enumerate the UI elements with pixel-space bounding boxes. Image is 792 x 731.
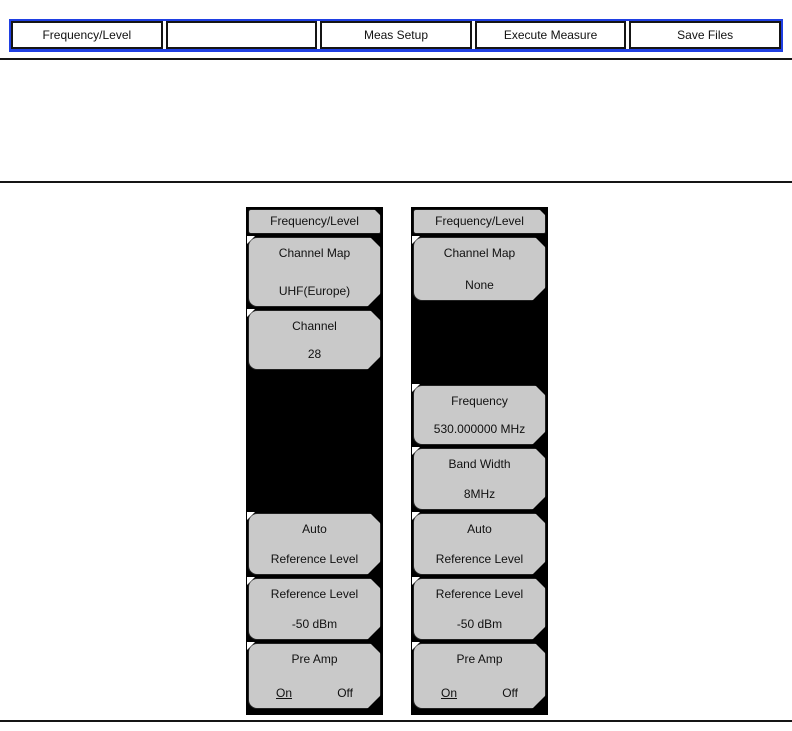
corner-highlight <box>247 309 255 317</box>
softkey-value: 28 <box>307 347 322 361</box>
tab-save-files[interactable]: Save Files <box>629 21 781 49</box>
softkey-label: Pre Amp <box>456 652 503 666</box>
softkey-value: None <box>465 278 494 292</box>
softkey-menu-left: Frequency/Level Channel Map UHF(Europe) … <box>246 207 383 715</box>
corner-highlight <box>247 577 255 585</box>
toggle-on-label: On <box>276 686 293 700</box>
softkey-label: Reference Level <box>270 587 359 601</box>
tab-meas-setup[interactable]: Meas Setup <box>320 21 472 49</box>
softkey-value: Reference Level <box>435 552 524 566</box>
empty-slot-panel <box>248 373 381 513</box>
menu-title: Frequency/Level <box>248 209 381 234</box>
corner-highlight <box>412 447 420 455</box>
tab-empty-slot <box>165 21 318 49</box>
tab-execute-measure[interactable]: Execute Measure <box>474 21 627 49</box>
softkey-label: Frequency <box>451 394 508 408</box>
corner-highlight <box>412 384 420 392</box>
toggle-off-label: Off <box>502 686 518 700</box>
softkey-label: Auto <box>467 522 492 536</box>
separator-line-middle <box>0 181 792 183</box>
softkey-value: -50 dBm <box>291 617 338 631</box>
toggle-off-label: Off <box>337 686 353 700</box>
softkey-label: Pre Amp <box>291 652 338 666</box>
separator-line-top <box>0 58 792 60</box>
softkey-band-width[interactable]: Band Width 8MHz <box>412 447 546 510</box>
softkey-channel[interactable]: Channel 28 <box>247 309 381 370</box>
corner-highlight <box>412 642 420 650</box>
softkey-pre-amp[interactable]: Pre Amp On Off <box>412 642 546 709</box>
softkey-value: 530.000000 MHz <box>433 422 526 436</box>
softkey-label: Band Width <box>448 457 511 471</box>
separator-line-bottom <box>0 720 792 722</box>
corner-highlight <box>412 512 420 520</box>
corner-highlight <box>412 577 420 585</box>
softkey-frequency[interactable]: Frequency 530.000000 MHz <box>412 384 546 445</box>
softkey-channel-map[interactable]: Channel Map UHF(Europe) <box>247 236 381 307</box>
corner-highlight <box>247 512 255 520</box>
softkey-label: Auto <box>302 522 327 536</box>
corner-highlight <box>412 236 420 244</box>
softkey-value: Reference Level <box>270 552 359 566</box>
softkey-reference-level[interactable]: Reference Level -50 dBm <box>247 577 381 640</box>
empty-slot-panel <box>413 304 546 385</box>
softkey-value: UHF(Europe) <box>278 284 351 298</box>
menu-title: Frequency/Level <box>413 209 546 234</box>
softkey-auto-reference-level[interactable]: Auto Reference Level <box>412 512 546 575</box>
softkey-value: 8MHz <box>463 487 496 501</box>
softkey-value: -50 dBm <box>456 617 503 631</box>
softkey-auto-reference-level[interactable]: Auto Reference Level <box>247 512 381 575</box>
top-menu-bar: Frequency/Level Meas Setup Execute Measu… <box>9 19 783 52</box>
softkey-menu-right: Frequency/Level Channel Map None Frequen… <box>411 207 548 715</box>
toggle-on-label: On <box>441 686 458 700</box>
softkey-pre-amp[interactable]: Pre Amp On Off <box>247 642 381 709</box>
softkey-label: Channel <box>292 319 337 333</box>
softkey-reference-level[interactable]: Reference Level -50 dBm <box>412 577 546 640</box>
pre-amp-toggle: On Off <box>419 686 540 700</box>
softkey-label: Channel Map <box>278 246 351 260</box>
softkey-label: Channel Map <box>443 246 516 260</box>
pre-amp-toggle: On Off <box>254 686 375 700</box>
softkey-channel-map[interactable]: Channel Map None <box>412 236 546 301</box>
corner-highlight <box>247 236 255 244</box>
tab-frequency-level[interactable]: Frequency/Level <box>11 21 163 49</box>
softkey-label: Reference Level <box>435 587 524 601</box>
corner-highlight <box>247 642 255 650</box>
